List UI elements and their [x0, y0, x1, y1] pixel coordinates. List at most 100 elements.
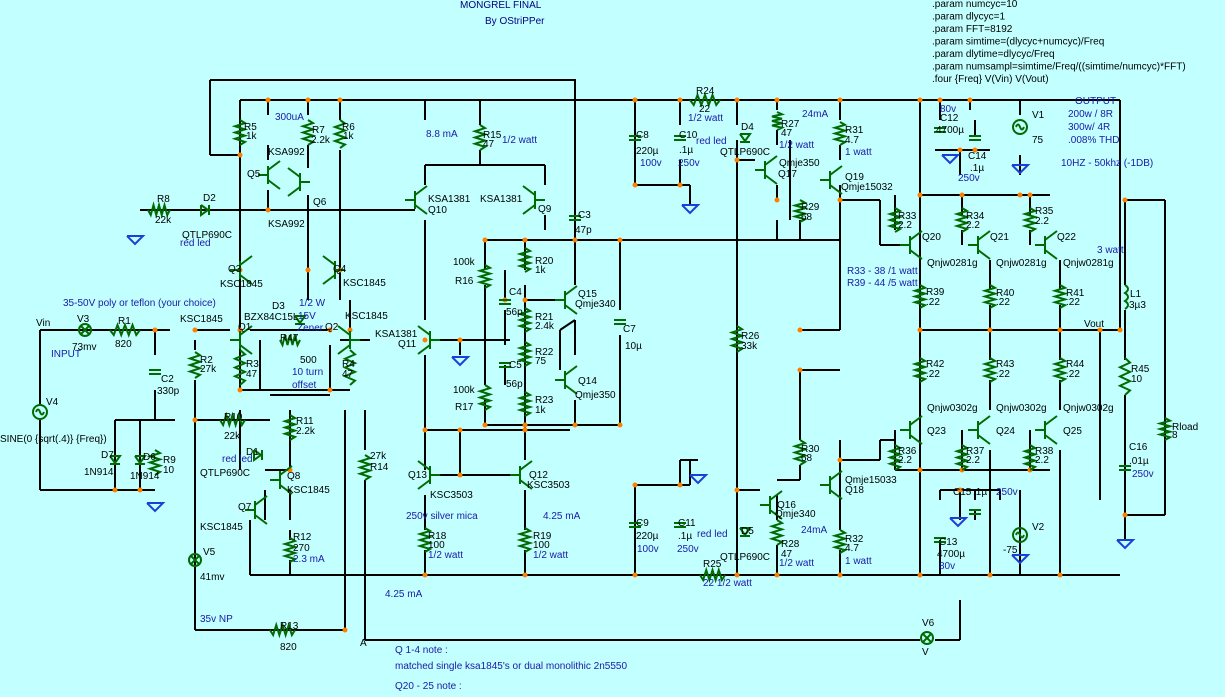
- value-c13: 4700µ: [937, 549, 965, 560]
- resistor-r44: [1051, 357, 1069, 383]
- capacitor-c13: [934, 537, 946, 543]
- ref-v2: V2: [1032, 522, 1045, 533]
- spice-directive: .param numcyc=10: [932, 0, 1018, 10]
- note-nodeA: A: [360, 638, 367, 649]
- junction: [457, 427, 463, 433]
- junction: [734, 157, 740, 163]
- junction: [482, 237, 488, 243]
- ref-c15: C15: [953, 487, 972, 498]
- ref-r19: R19: [533, 531, 552, 542]
- capacitor-c3: [569, 215, 581, 221]
- ground-icon: [941, 154, 961, 165]
- value-r33: 2.2: [898, 220, 912, 231]
- transistor-q13: [417, 460, 440, 490]
- value-c3: 47p: [575, 225, 592, 236]
- ref-r44: R44: [1066, 359, 1085, 370]
- value-r6: 1k: [343, 131, 355, 142]
- note-zener-w: 1/2 W: [299, 298, 326, 309]
- value-r1: 820: [115, 339, 132, 350]
- ref-c10: C10: [679, 130, 698, 141]
- capacitor-c11: [674, 522, 686, 528]
- resistor-r30: [791, 439, 809, 466]
- resistor-r41: [1051, 284, 1069, 309]
- ref-q21: Q21: [990, 232, 1009, 243]
- value-r22: 75: [535, 356, 547, 367]
- output-note: OUTPUT: [1075, 96, 1116, 107]
- junction: [632, 482, 638, 488]
- note-q2025-title: Q20 - 25 note :: [395, 681, 462, 692]
- junction: [347, 327, 353, 333]
- junction: [305, 97, 311, 103]
- value-q2: KSC1845: [345, 311, 388, 322]
- ref-r32: R32: [845, 534, 864, 545]
- transistor-q22: [1035, 230, 1058, 260]
- value-r39: .22: [926, 297, 940, 308]
- junction: [237, 387, 243, 393]
- note-vout: Vout: [1084, 319, 1104, 330]
- junction: [522, 422, 528, 428]
- value-r32: 4.7: [845, 543, 859, 554]
- ref-q24: Q24: [996, 426, 1015, 437]
- ref-q1: Q1: [238, 322, 252, 333]
- voltage-source-v6: [920, 631, 934, 645]
- spice-directive: .param dlycyc=1: [932, 12, 1006, 23]
- value-r2: 27k: [200, 364, 217, 375]
- transistor-q24: [968, 415, 991, 445]
- value-r10: 22k: [224, 431, 241, 442]
- ref-r24: R24: [696, 86, 715, 97]
- note-watt-half-r24: 1/2 watt: [688, 113, 723, 124]
- value-r45: 10: [1131, 374, 1143, 385]
- value-r18: 100: [428, 540, 445, 551]
- label-c14-v: 250v: [958, 173, 980, 184]
- ref-v5: V5: [203, 547, 216, 558]
- ref-q16: Q16: [777, 500, 796, 511]
- resistor-r26: [728, 325, 746, 353]
- transistor-q10: [405, 185, 428, 215]
- value-r11: 2.2k: [296, 426, 316, 437]
- junction: [327, 387, 333, 393]
- ref-q14: Q14: [578, 376, 597, 387]
- junction: [112, 487, 118, 493]
- note-ma24a: 24mA: [802, 109, 828, 120]
- resistor-r33: [886, 207, 904, 233]
- value-r3: 47: [246, 369, 258, 380]
- value-r36: 2.2: [898, 455, 912, 466]
- junction: [987, 572, 993, 578]
- resistor-r40: [981, 284, 999, 309]
- note-silver-mica: 250v silver mica: [406, 511, 478, 522]
- resistor-rload: [1156, 417, 1174, 441]
- ref-r43: R43: [996, 359, 1015, 370]
- value-r9: 10: [163, 465, 175, 476]
- value-q13: KSC3503: [430, 490, 473, 501]
- transistor-q12: [510, 460, 533, 490]
- value-r41: .22: [1066, 297, 1080, 308]
- diode-d2: [200, 204, 210, 217]
- note-watt-r31: 1 watt: [845, 147, 872, 158]
- capacitor-c9: [629, 522, 641, 528]
- capacitor-c10: [674, 135, 686, 141]
- ref-r41: R41: [1066, 288, 1085, 299]
- ref-v1: V1: [1032, 110, 1045, 121]
- resistor-r32: [831, 529, 849, 554]
- junction: [1122, 197, 1128, 203]
- resistor-r39: [911, 284, 929, 309]
- junction: [797, 367, 803, 373]
- junction: [797, 327, 803, 333]
- diode-d3: [294, 315, 307, 325]
- ref-r10: R10: [224, 412, 243, 423]
- ref-d3: D3: [272, 301, 285, 312]
- value-q12: KSC3503: [527, 480, 570, 491]
- junction: [917, 572, 923, 578]
- value-v5: 41mv: [200, 572, 224, 583]
- value-r4: 47: [342, 369, 354, 380]
- value-c16: .01µ: [1129, 456, 1149, 467]
- resistor-r9: [146, 449, 164, 476]
- note-poly: 35-50V poly or teflon (your choice): [63, 298, 216, 309]
- ref-r18: R18: [428, 531, 447, 542]
- value-d7: 1N914: [84, 467, 114, 478]
- ref-r31: R31: [845, 125, 864, 136]
- ref-r12: R12: [293, 532, 312, 543]
- junction: [837, 572, 843, 578]
- value-r37: 2.2: [966, 455, 980, 466]
- ref-v4: V4: [46, 397, 59, 408]
